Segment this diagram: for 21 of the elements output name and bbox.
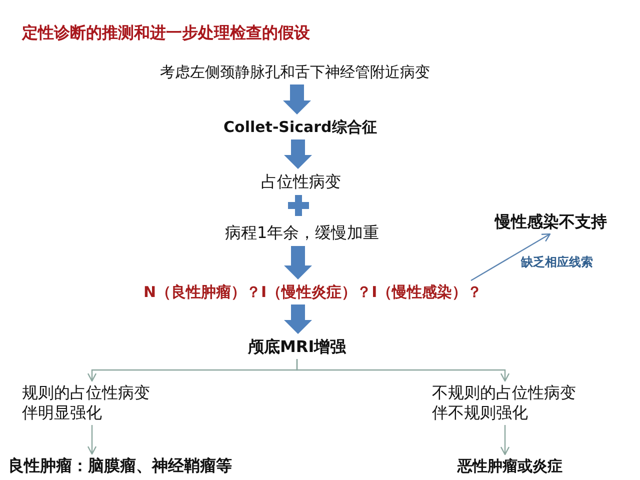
block-arrow — [284, 304, 312, 334]
step-text: 颅底MRI增强 — [248, 337, 346, 357]
block-arrow — [284, 246, 312, 280]
arrow — [470, 233, 551, 282]
finding-text: 规则的占位性病变伴明显强化 — [22, 383, 154, 423]
hypothesis-text: N（良性肿瘤）？I（慢性炎症）？I（慢性感染）？ — [144, 282, 482, 302]
finding-text: 不规则的占位性病变伴不规则强化 — [432, 383, 582, 423]
conclusion-text: 慢性感染不支持 — [495, 212, 607, 232]
block-arrow — [283, 84, 311, 114]
step-text: 考虑左侧颈静脉孔和舌下神经管附近病变 — [160, 62, 430, 82]
step-text: 占位性病变 — [261, 172, 341, 192]
step-text: 病程1年余，缓慢加重 — [225, 223, 380, 243]
outcome-text: 恶性肿瘤或炎症 — [458, 456, 562, 476]
arrow — [87, 425, 97, 455]
edge-label: 缺乏相应线索 — [520, 255, 594, 270]
block-arrow — [284, 140, 312, 169]
title: 定性诊断的推测和进一步处理检查的假设 — [22, 23, 310, 43]
step-text: Collet-Sicard综合征 — [224, 118, 377, 136]
arrow — [296, 359, 510, 382]
arrow — [500, 425, 510, 456]
outcome-text: 良性肿瘤：脑膜瘤、神经鞘瘤等 — [8, 456, 232, 476]
